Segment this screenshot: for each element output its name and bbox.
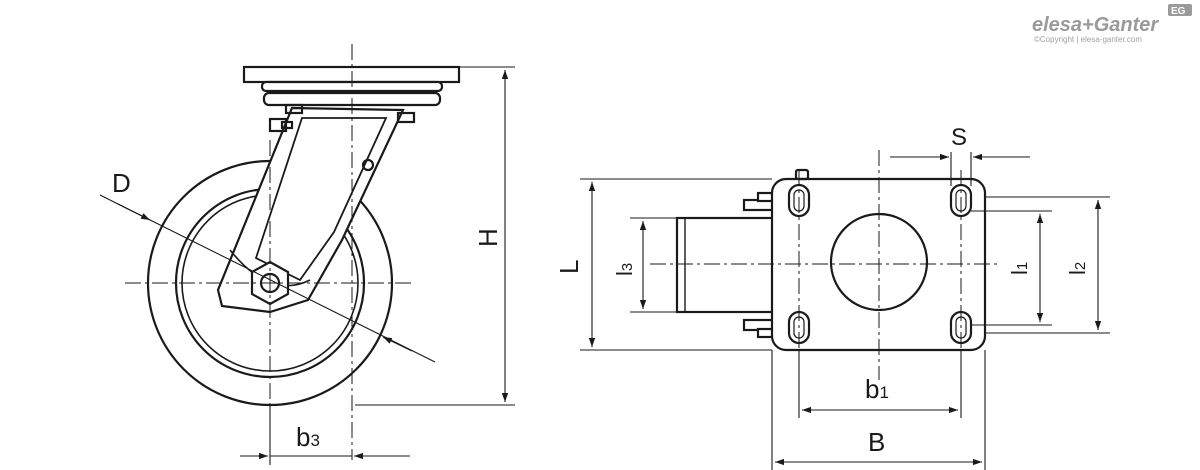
wheel-profile — [675, 216, 775, 314]
svg-text:EG: EG — [1171, 6, 1186, 17]
dim-label-l: L — [554, 260, 584, 274]
side-view-centerlines — [125, 44, 415, 460]
dim-label-l2: l2 — [1065, 262, 1090, 275]
fork-rivet — [361, 158, 375, 172]
dim-label-l3: l3 — [612, 263, 637, 276]
dim-label-b1: b1 — [865, 374, 889, 404]
dim-label-l1: l1 — [1007, 262, 1032, 275]
side-view-dimensions — [99, 66, 515, 465]
top-view-dimensions — [580, 152, 1110, 470]
svg-text:elesa+Ganter: elesa+Ganter — [1032, 14, 1159, 36]
top-view — [675, 168, 987, 352]
kingpin-cap-right — [396, 111, 416, 124]
dim-label-b: B — [868, 427, 885, 457]
top-view-centerlines — [650, 150, 1000, 380]
grease-nipple — [268, 117, 288, 133]
side-view — [146, 65, 461, 407]
grease-cap — [794, 168, 810, 181]
brand-badge — [1168, 4, 1192, 16]
dim-label-h: H — [473, 228, 503, 247]
dim-label-s: S — [951, 124, 967, 151]
swivel-fork — [216, 106, 405, 314]
dim-label-b3: b3 — [296, 422, 320, 452]
svg-text:©Copyright | elesa-ganter.com: ©Copyright | elesa-ganter.com — [1034, 35, 1142, 44]
kingpin-cap-left — [284, 103, 304, 115]
dim-label-d: D — [112, 168, 131, 198]
grease-nipple-tip — [280, 120, 294, 130]
brand-logo: elesa+Ganter EG ©Copyright | elesa-gante… — [1032, 4, 1192, 44]
fork-inner-slot — [254, 117, 388, 282]
